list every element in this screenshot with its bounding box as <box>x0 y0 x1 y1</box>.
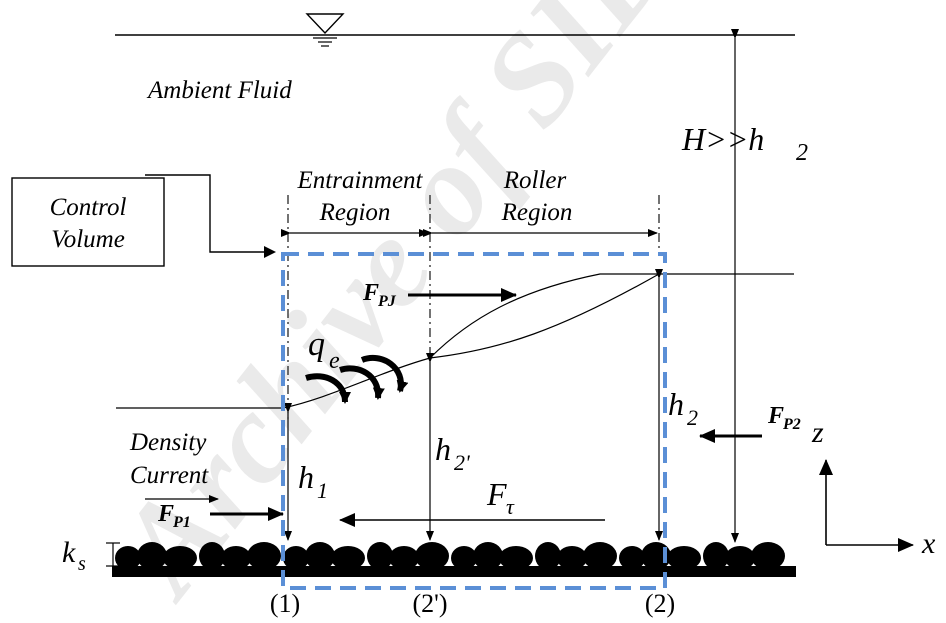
bed-pebble <box>331 546 365 570</box>
bed-pebble <box>725 546 755 570</box>
qe-label: q e <box>308 326 340 374</box>
bed-pebble <box>389 546 419 570</box>
bed-pebble <box>305 542 335 570</box>
bed-pebble <box>703 542 729 570</box>
svg-text:F: F <box>362 280 379 306</box>
bed-pebble <box>283 546 309 570</box>
control-volume-boundary <box>281 252 667 590</box>
svg-text:H>>h: H>>h <box>681 121 764 157</box>
svg-text:k: k <box>62 536 76 569</box>
entrainment-region-label-line2: Region <box>319 199 391 226</box>
section-2-prime-label: (2') <box>412 589 447 618</box>
svg-text:P2: P2 <box>782 416 801 433</box>
svg-text:s: s <box>78 553 86 575</box>
fp2-label: F P2 <box>767 403 801 433</box>
control-volume-label-line2: Volume <box>51 226 125 253</box>
svg-text:τ: τ <box>506 494 515 519</box>
free-surface <box>115 13 795 47</box>
bed-pebble <box>535 542 561 570</box>
density-current-label-line1: Density <box>129 429 207 456</box>
svg-text:2': 2' <box>454 450 470 475</box>
jump-upper-profile <box>429 273 659 359</box>
bed-pebble <box>473 542 503 570</box>
svg-text:2: 2 <box>687 405 698 430</box>
control-volume-label-line1: Control <box>50 194 127 221</box>
bed-pebble <box>451 546 477 570</box>
bed-pebble <box>221 546 251 570</box>
bed-pebble <box>751 542 785 570</box>
svg-text:F: F <box>767 403 784 429</box>
h1-label: h 1 <box>298 459 328 503</box>
roller-region-label-line2: Region <box>501 199 573 226</box>
ftau-label: F τ <box>486 476 515 519</box>
bed-pebble <box>619 546 645 570</box>
svg-text:PJ: PJ <box>377 293 397 310</box>
bed-pebble <box>163 546 197 570</box>
z-axis-label: z <box>811 416 824 449</box>
entrainment-region-label-line1: Entrainment <box>297 167 424 194</box>
x-axis-label: x <box>921 527 936 560</box>
svg-text:h: h <box>298 459 314 495</box>
fpj-label: F PJ <box>362 280 397 310</box>
fp1-label: F P1 <box>157 501 191 531</box>
control-volume-callout-arrow <box>145 174 276 258</box>
svg-text:q: q <box>308 326 325 363</box>
section-2-label: (2) <box>645 589 675 618</box>
svg-text:h: h <box>435 431 451 467</box>
svg-text:F: F <box>486 476 507 512</box>
entrainment-curl-arrow-icon <box>305 373 351 404</box>
h-condition-label: H>>h 2 <box>681 121 808 166</box>
bed-pebble <box>583 542 617 570</box>
jump-lower-profile <box>282 273 660 409</box>
bed-pebble <box>557 546 587 570</box>
bed-pebble <box>667 546 701 570</box>
bed-pebble <box>247 542 281 570</box>
ks-label: k s <box>62 536 86 575</box>
h2-label: h 2 <box>668 386 698 430</box>
bed-pebble <box>415 542 449 570</box>
ks-roughness-marker <box>106 542 120 567</box>
section-lines <box>287 195 660 420</box>
water-surface-triangle-icon <box>305 13 345 35</box>
bed-pebble <box>137 542 167 570</box>
entrainment-curl-arrow-icon <box>360 355 409 393</box>
bed-pebble <box>499 546 533 570</box>
bed-pebble <box>199 542 225 570</box>
roller-region-label-line1: Roller <box>503 167 567 194</box>
bed-pebble <box>367 542 393 570</box>
entrainment-curl-arrow-icon <box>339 365 385 400</box>
bed-pebble <box>115 546 141 570</box>
control-volume-label-box <box>11 177 165 267</box>
section-1-label: (1) <box>270 589 300 618</box>
svg-text:h: h <box>668 386 684 422</box>
h2-prime-label: h 2' <box>435 431 470 475</box>
svg-text:1: 1 <box>317 478 328 503</box>
entrainment-arrows <box>305 355 409 404</box>
density-current-label-line2: Current <box>130 462 209 489</box>
svg-text:e: e <box>329 348 340 374</box>
channel-bed <box>112 566 796 577</box>
ambient-fluid-label: Ambient Fluid <box>146 77 292 104</box>
svg-text:2: 2 <box>796 140 808 166</box>
rough-bed <box>115 542 785 570</box>
svg-text:F: F <box>157 501 174 527</box>
svg-text:P1: P1 <box>172 514 191 531</box>
